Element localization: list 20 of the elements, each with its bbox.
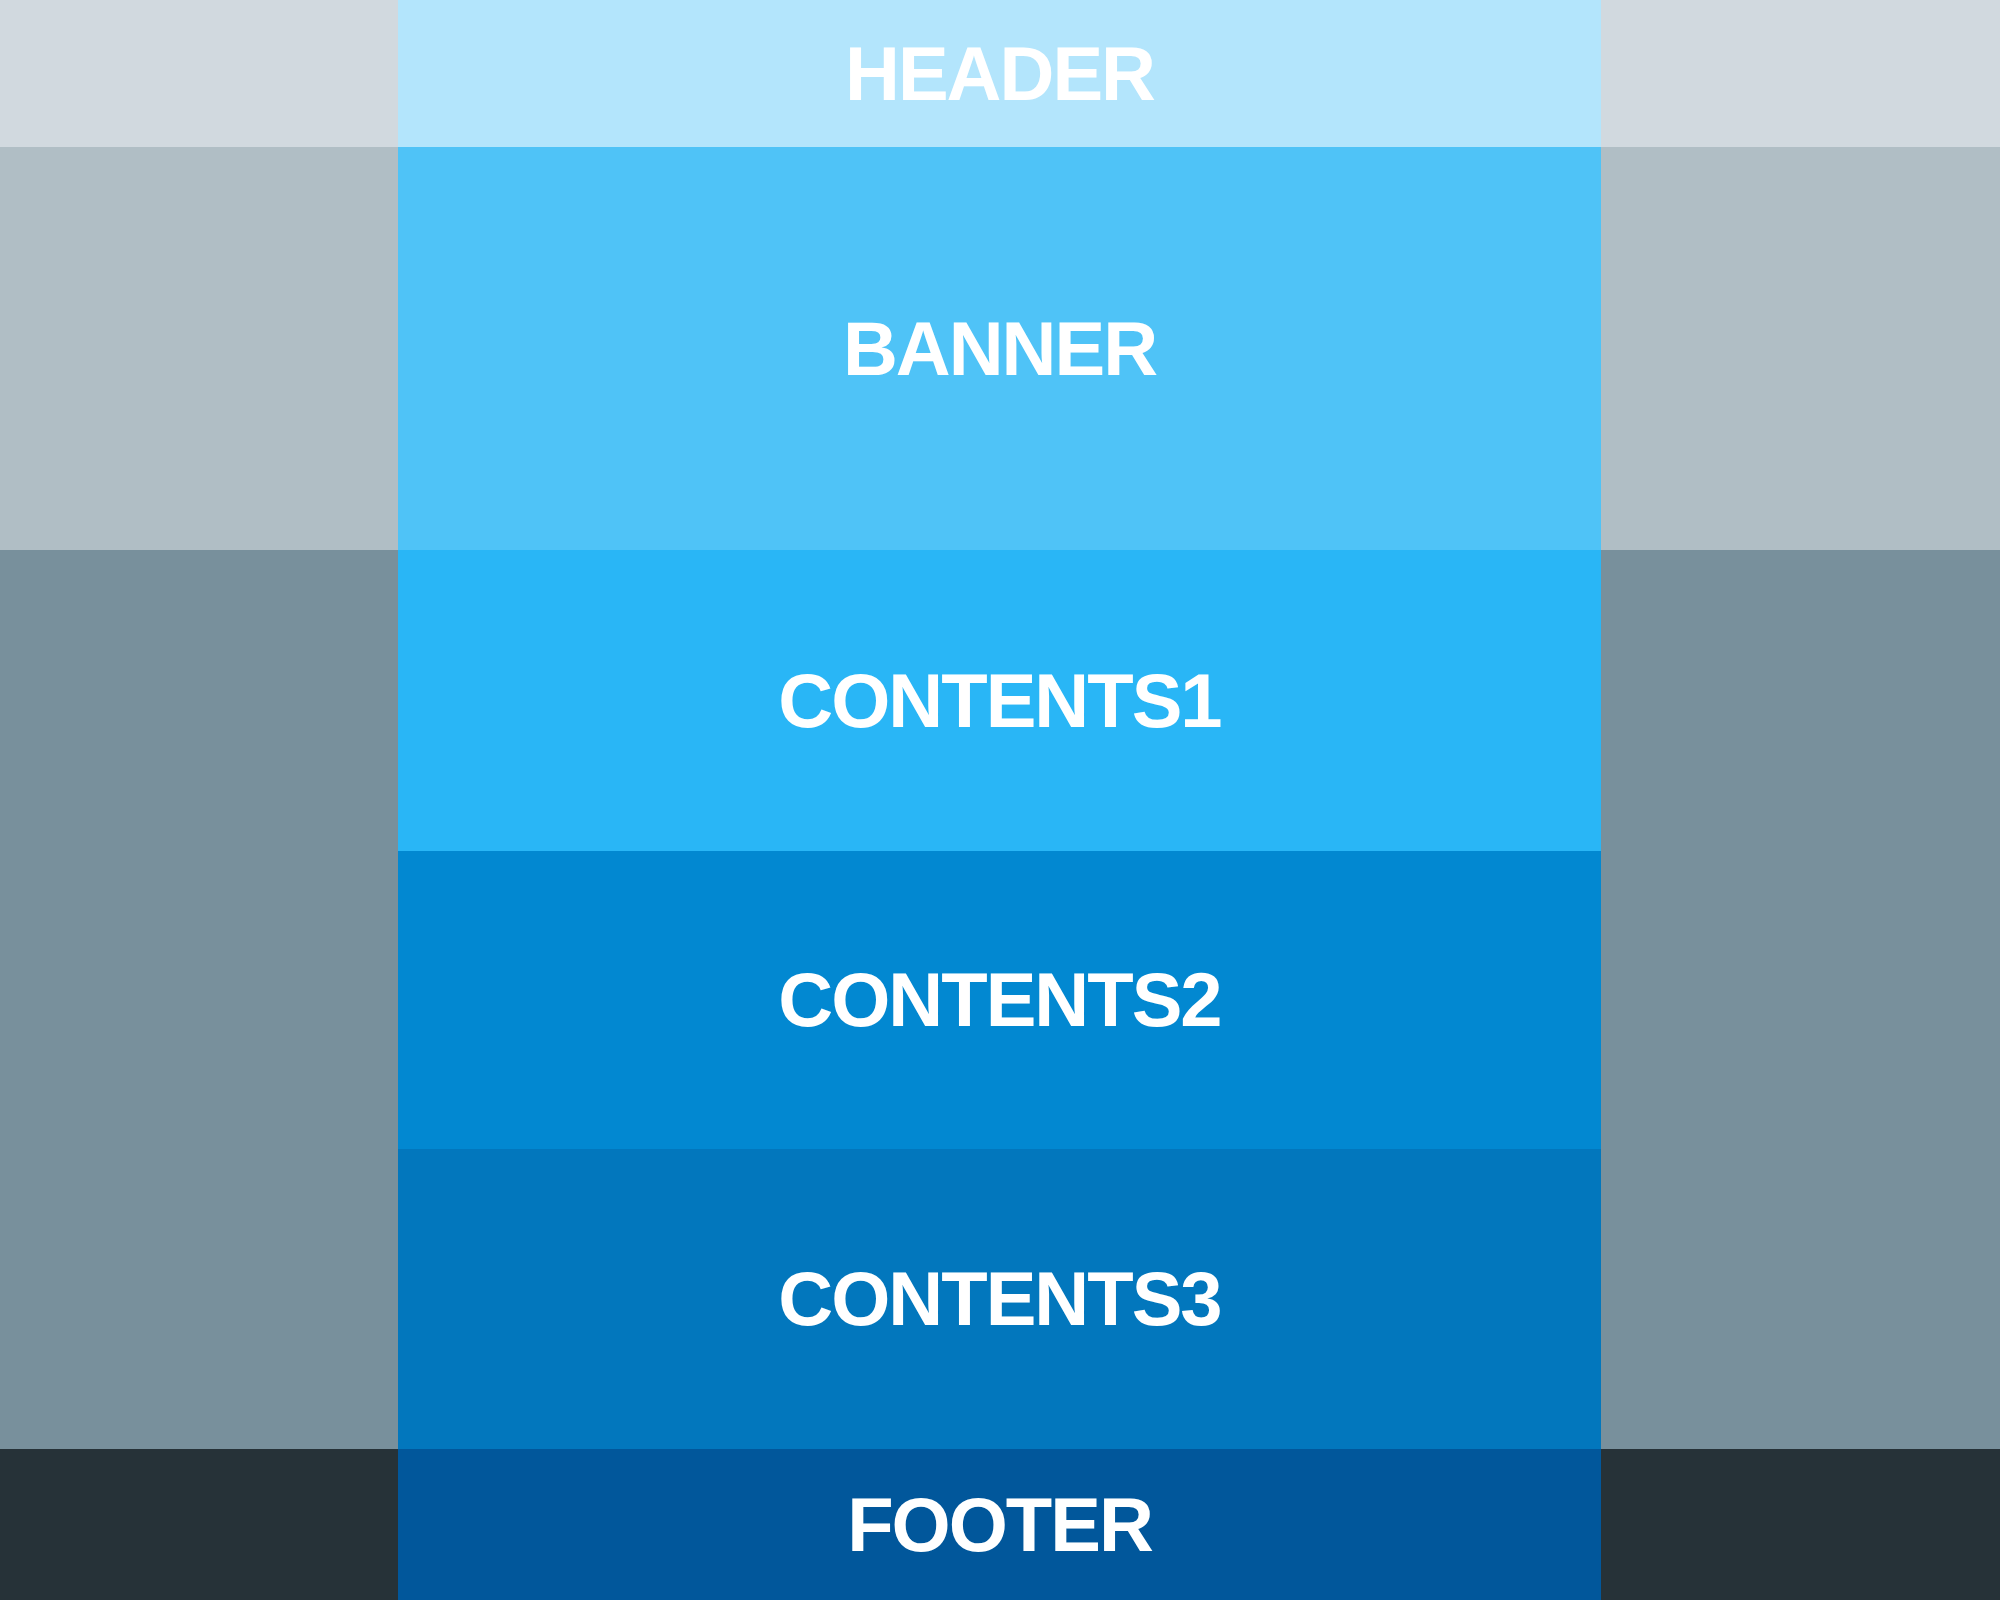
content-band xyxy=(398,1149,1601,1449)
section-label: CONTENTS1 xyxy=(778,662,1221,739)
footer-band xyxy=(398,1449,1601,1600)
side-column-block xyxy=(1601,550,2000,1449)
side-column-block xyxy=(1601,1449,2000,1600)
section-label: FOOTER xyxy=(847,1486,1152,1563)
content-band xyxy=(398,550,1601,851)
section-label: CONTENTS2 xyxy=(778,962,1221,1038)
side-column-block xyxy=(0,0,398,147)
side-column-block xyxy=(1601,147,2000,550)
side-column-block xyxy=(0,1449,398,1600)
side-column-block xyxy=(1601,0,2000,147)
content-band xyxy=(398,851,1601,1149)
side-column-block xyxy=(0,550,398,1449)
section-label: HEADER xyxy=(845,35,1154,112)
section-label: CONTENTS3 xyxy=(778,1261,1221,1337)
banner-band xyxy=(398,147,1601,550)
side-column-block xyxy=(0,147,398,550)
header-band xyxy=(398,0,1601,147)
section-label: BANNER xyxy=(842,310,1157,387)
